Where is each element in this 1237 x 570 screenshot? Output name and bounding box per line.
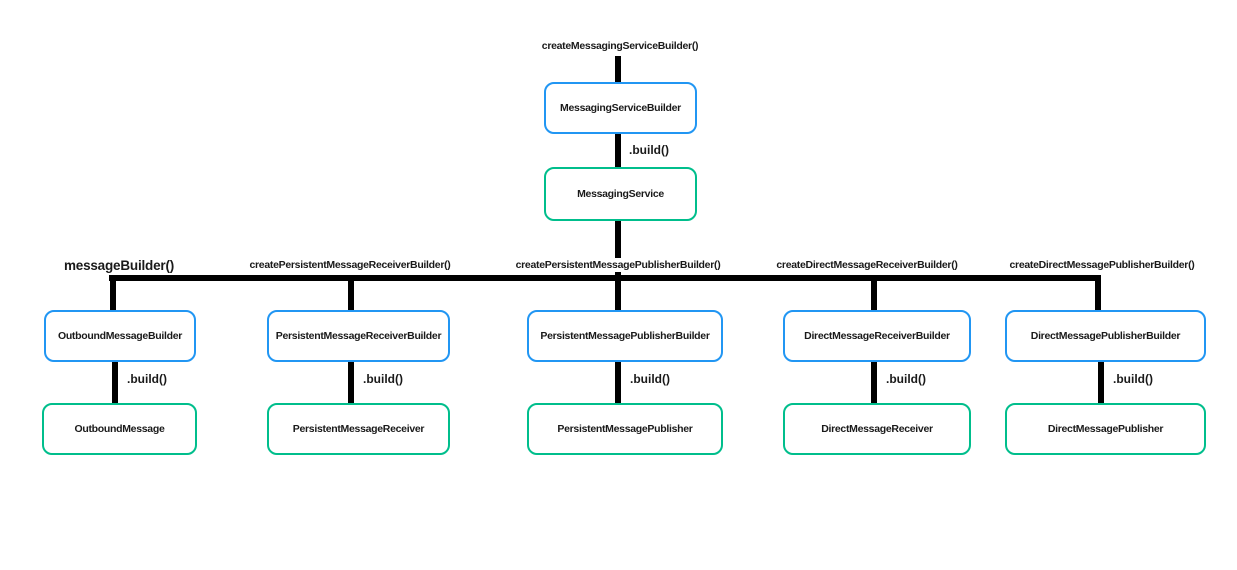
- connector-line: [1098, 362, 1104, 403]
- product-node: OutboundMessage: [42, 403, 197, 455]
- product-node: PersistentMessageReceiver: [267, 403, 450, 455]
- root-product-node: MessagingService: [544, 167, 697, 221]
- root-build-label: .build(): [629, 143, 669, 157]
- trunk-line: [109, 275, 1101, 281]
- builder-node: OutboundMessageBuilder: [44, 310, 196, 362]
- connector-line: [615, 362, 621, 403]
- builder-node: DirectMessageReceiverBuilder: [783, 310, 971, 362]
- connector-line: [615, 275, 621, 310]
- connector-line: [1095, 275, 1101, 310]
- build-label: .build(): [1113, 372, 1153, 386]
- branch-call-label: messageBuilder(): [59, 259, 179, 273]
- builder-node: DirectMessagePublisherBuilder: [1005, 310, 1206, 362]
- builder-node: PersistentMessagePublisherBuilder: [527, 310, 723, 362]
- connector-line: [871, 362, 877, 403]
- build-label: .build(): [630, 372, 670, 386]
- product-node: DirectMessagePublisher: [1005, 403, 1206, 455]
- connector-line: [110, 275, 116, 310]
- branch-call-label: createDirectMessagePublisherBuilder(): [1005, 258, 1199, 272]
- connector-line: [615, 56, 621, 82]
- root-builder-node: MessagingServiceBuilder: [544, 82, 697, 134]
- branch-call-label: createPersistentMessagePublisherBuilder(…: [511, 258, 725, 272]
- root-call-label: createMessagingServiceBuilder(): [537, 39, 703, 53]
- build-label: .build(): [886, 372, 926, 386]
- builder-node: PersistentMessageReceiverBuilder: [267, 310, 450, 362]
- connector-line: [348, 275, 354, 310]
- connector-line: [615, 134, 621, 167]
- connector-line: [871, 275, 877, 310]
- build-label: .build(): [363, 372, 403, 386]
- branch-call-label: createPersistentMessageReceiverBuilder(): [245, 258, 455, 272]
- product-node: PersistentMessagePublisher: [527, 403, 723, 455]
- product-node: DirectMessageReceiver: [783, 403, 971, 455]
- connector-line: [348, 362, 354, 403]
- trunk-connector-line: [615, 221, 621, 281]
- connector-line: [112, 362, 118, 403]
- branch-call-label: createDirectMessageReceiverBuilder(): [772, 258, 962, 272]
- build-label: .build(): [127, 372, 167, 386]
